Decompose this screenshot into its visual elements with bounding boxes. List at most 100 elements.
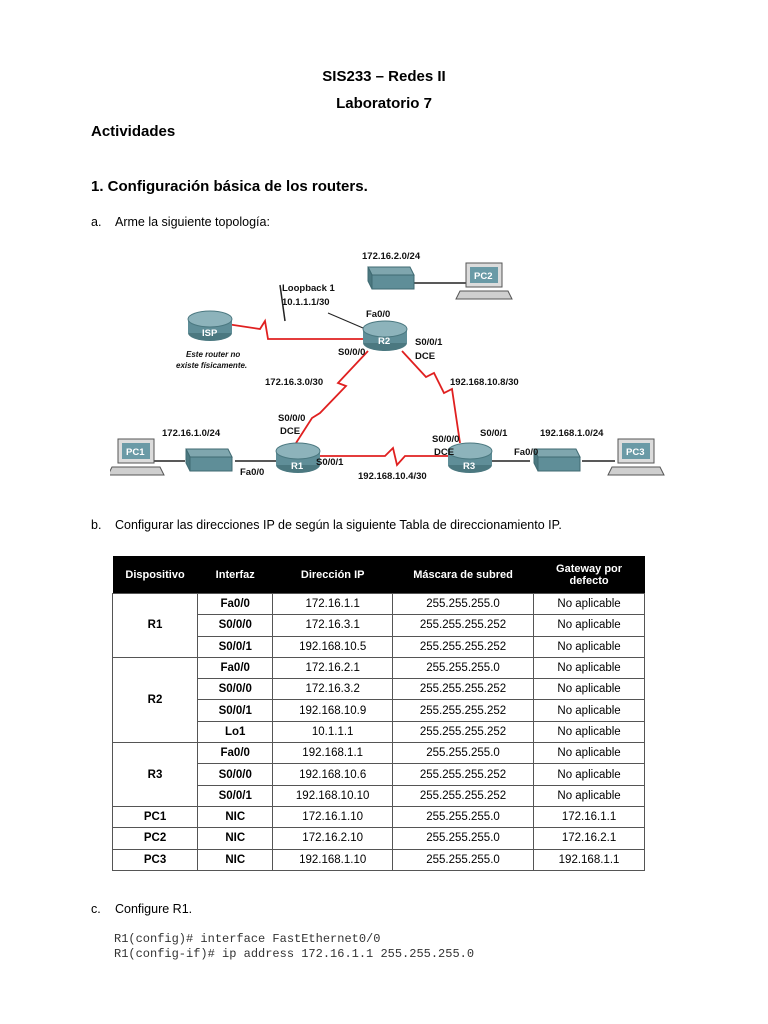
section-heading-activities: Actividades (91, 123, 176, 140)
cell-gateway: No aplicable (533, 784, 645, 807)
cell-ip-address: 192.168.10.9 (272, 699, 393, 722)
cell-subnet-mask: 255.255.255.252 (391, 720, 535, 744)
cell-ip-address: 10.1.1.1 (272, 720, 393, 744)
label-r1: R1 (291, 461, 304, 472)
cell-gateway: No aplicable (533, 592, 645, 616)
label-loopback: Loopback 1 (282, 283, 336, 294)
cell-gateway: No aplicable (533, 763, 645, 786)
code-line-1: R1(config)# interface FastEthernet0/0 (114, 932, 381, 946)
label-r3-s1: S0/0/1 (480, 428, 508, 439)
cell-interface: Lo1 (197, 720, 274, 744)
cell-subnet-mask: 255.255.255.0 (391, 827, 535, 850)
label-pc2: PC2 (474, 271, 492, 282)
label-r3-dce: DCE (434, 447, 454, 458)
cell-interface: S0/0/0 (197, 763, 274, 786)
label-r3-fa: Fa0/0 (514, 447, 538, 458)
cell-subnet-mask: 255.255.255.252 (391, 763, 535, 786)
label-r2-s0: S0/0/0 (338, 347, 365, 358)
section-heading-router-config: 1. Configuración básica de los routers. (91, 178, 368, 195)
label-isp-note-1: Este router no (186, 350, 240, 359)
router-r3-icon (447, 442, 493, 473)
cell-ip-address: 172.16.1.10 (272, 805, 393, 829)
label-r3-s0: S0/0/0 (432, 434, 459, 445)
cell-subnet-mask: 255.255.255.0 (391, 848, 535, 871)
cell-interface: Fa0/0 (197, 656, 274, 680)
col-header-gateway: Gateway por defecto (533, 556, 645, 594)
step-a-text: Arme la siguiente topología: (115, 215, 270, 229)
switch-r2-lan-icon (367, 266, 415, 290)
cell-subnet-mask: 255.255.255.252 (391, 699, 535, 722)
col-header-ip: Dirección IP (272, 556, 393, 594)
label-isp-note-2: existe físicamente. (176, 361, 247, 370)
cell-interface: NIC (197, 805, 274, 829)
cell-device: R2 (111, 656, 199, 744)
code-line-2: R1(config-if)# ip address 172.16.1.1 255… (114, 947, 475, 961)
label-r2-dce: DCE (415, 351, 435, 362)
document-subtitle: Laboratorio 7 (336, 95, 432, 112)
cell-subnet-mask: 255.255.255.252 (391, 635, 535, 658)
label-loopback-addr: 10.1.1.1/30 (282, 297, 330, 308)
label-net-r1-lan: 172.16.1.0/24 (162, 428, 221, 439)
link-r2-r3 (401, 350, 461, 444)
cell-ip-address: 172.16.1.1 (272, 592, 393, 616)
label-net-r3-lan: 192.168.1.0/24 (540, 428, 604, 439)
label-r1-s1: S0/0/1 (316, 457, 344, 468)
switch-r1-lan-icon (185, 448, 233, 472)
ip-addressing-table: Dispositivo Interfaz Dirección IP Máscar… (111, 556, 645, 871)
cell-ip-address: 192.168.1.10 (272, 848, 393, 871)
cell-interface: S0/0/0 (197, 678, 274, 701)
label-r2-s1: S0/0/1 (415, 337, 443, 348)
label-net-r1-r3: 192.168.10.4/30 (358, 471, 427, 482)
cell-gateway: No aplicable (533, 614, 645, 637)
cell-interface: NIC (197, 827, 274, 850)
step-c-marker: c. (91, 902, 101, 916)
label-r2-fa: Fa0/0 (366, 309, 390, 320)
col-header-device: Dispositivo (112, 556, 198, 594)
cell-ip-address: 172.16.2.1 (272, 656, 393, 680)
isp-router-icon (187, 310, 233, 341)
router-r2-icon (362, 320, 408, 351)
cell-gateway: No aplicable (533, 720, 645, 744)
cell-gateway: No aplicable (533, 656, 645, 680)
cell-ip-address: 192.168.1.1 (272, 742, 393, 765)
cell-device: PC2 (111, 827, 199, 850)
label-r1-fa: Fa0/0 (240, 467, 264, 478)
label-pc1: PC1 (126, 447, 145, 458)
network-topology-diagram: 172.16.2.0/24 Loopback 1 10.1.1.1/30 Fa0… (110, 251, 665, 482)
cell-subnet-mask: 255.255.255.0 (391, 805, 535, 829)
cell-gateway: 172.16.1.1 (533, 805, 645, 829)
label-r2: R2 (378, 336, 390, 347)
cell-device: PC3 (111, 848, 199, 871)
step-b: b.Configurar las direcciones IP de según… (91, 518, 562, 532)
step-c: c.Configure R1. (91, 902, 192, 916)
link-r2-switch (279, 284, 286, 322)
label-pc3: PC3 (626, 447, 644, 458)
step-a-marker: a. (91, 215, 102, 229)
step-b-marker: b. (91, 518, 102, 532)
cell-gateway: 192.168.1.1 (533, 848, 645, 871)
cell-subnet-mask: 255.255.255.0 (391, 592, 535, 616)
link-r1-r3 (310, 446, 448, 467)
switch-r3-lan-icon (533, 448, 581, 472)
cell-ip-address: 172.16.2.10 (272, 827, 393, 850)
cell-ip-address: 192.168.10.5 (272, 635, 393, 658)
label-isp: ISP (202, 328, 218, 339)
step-a: a. Arme la siguiente topología: (91, 215, 270, 229)
cell-interface: S0/0/1 (197, 635, 274, 658)
cell-device: R1 (111, 593, 199, 658)
link-isp-r2 (219, 318, 372, 340)
cell-interface: Fa0/0 (197, 742, 274, 765)
link-r1-r2 (295, 350, 369, 444)
label-net-r2-lan: 172.16.2.0/24 (362, 251, 421, 262)
